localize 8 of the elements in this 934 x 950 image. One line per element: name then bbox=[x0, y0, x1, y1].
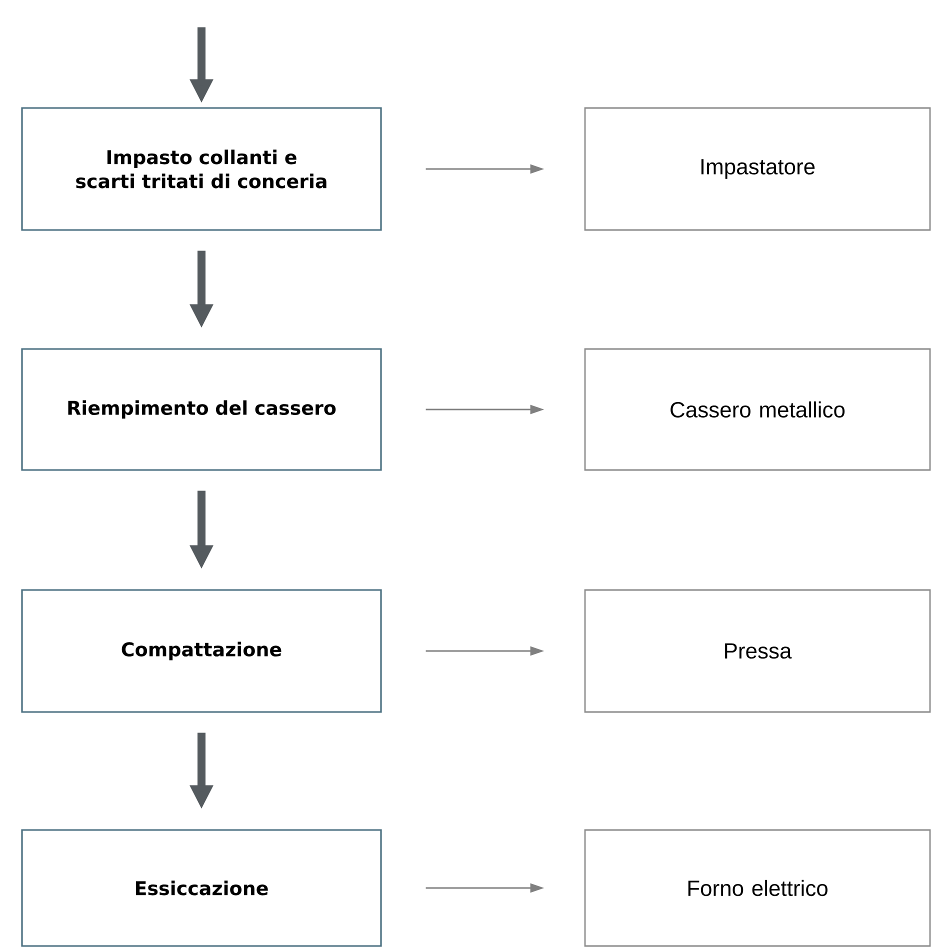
process-box: Essiccazione bbox=[21, 829, 382, 947]
process-box: Compattazione bbox=[21, 589, 382, 713]
process-box: Impasto collanti e scarti tritati di conceria bbox=[21, 107, 382, 231]
process-box: Riempimento del cassero bbox=[21, 348, 382, 471]
equipment-box: Forno elettrico bbox=[584, 829, 931, 947]
equipment-box: Pressa bbox=[584, 589, 931, 713]
equipment-box: Cassero metallico bbox=[584, 348, 931, 471]
equipment-box: Impastatore bbox=[584, 107, 931, 231]
